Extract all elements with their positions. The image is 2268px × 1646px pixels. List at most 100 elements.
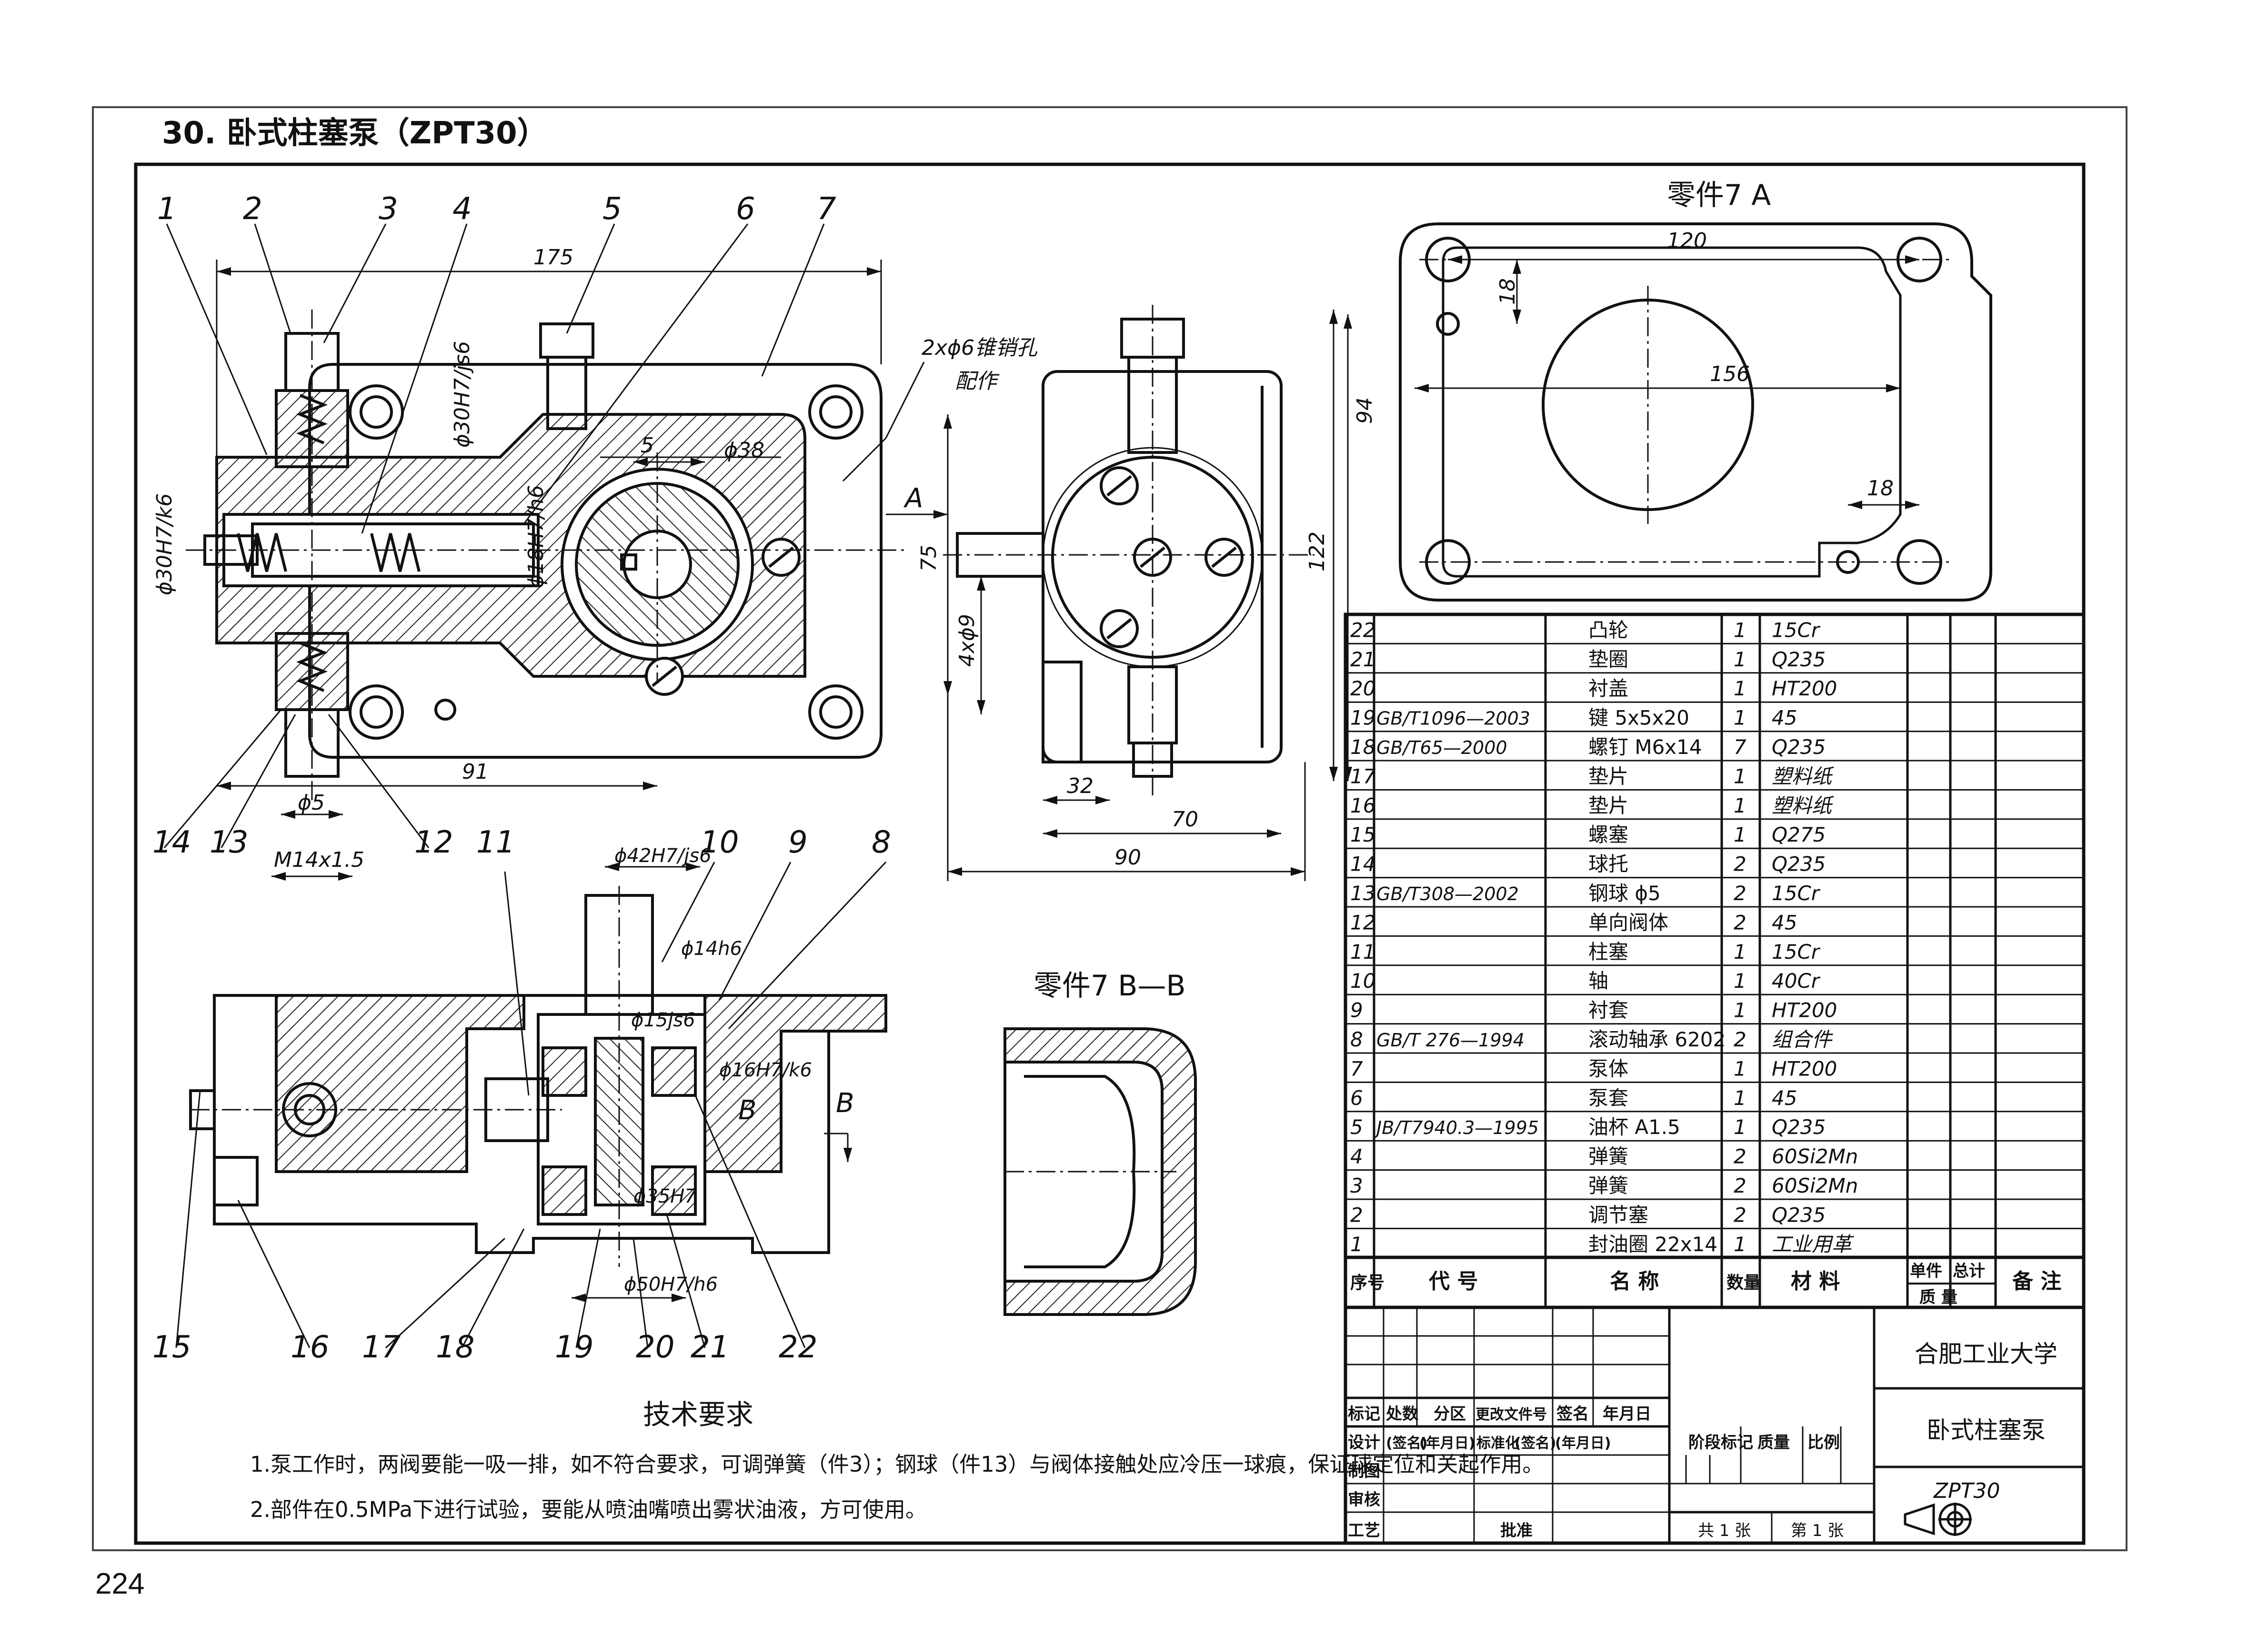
bom-cell-qty: 1 (1734, 999, 1746, 1022)
bom-cell-name: 垫片 (1588, 794, 1628, 817)
bom-header-material: 材 料 (1791, 1269, 1840, 1294)
bom-cell-no: 16 (1350, 794, 1375, 817)
dim-phi42: ϕ42H7/js6 (614, 845, 712, 867)
part-label-6: 6 (736, 191, 755, 227)
dim-phi15: ϕ15js6 (631, 1009, 695, 1031)
tb-nianyueri-2: (年月日) (1419, 1435, 1475, 1452)
bom-cell-no: 17 (1350, 764, 1376, 788)
tech-req-line-2: 2.部件在0.5MPa下进行试验，要能从喷油嘴喷出雾状油液，方可使用。 (250, 1497, 927, 1522)
bom-cell-material: 组合件 (1772, 1028, 1833, 1051)
page-number: 224 (95, 1567, 145, 1600)
bom-cell-code: JB/T7940.3—1995 (1373, 1117, 1539, 1138)
tb-di: 第 1 张 (1791, 1521, 1844, 1540)
dim-32: 32 (1067, 774, 1094, 798)
part-label-15: 15 (152, 1330, 191, 1365)
dim-phi38: ϕ38 (724, 438, 764, 462)
tb-shenhe: 审核 (1348, 1490, 1380, 1509)
bom-cell-qty: 2 (1734, 911, 1746, 934)
bom-cell-name: 球托 (1588, 853, 1628, 876)
bom-cell-no: 18 (1350, 735, 1375, 759)
tb-qianming: 签名 (1556, 1405, 1589, 1424)
main-dimensions (216, 260, 925, 881)
part-label-5: 5 (602, 191, 622, 227)
part7bb-view (1004, 1027, 1197, 1316)
bom-header-no: 序号 (1350, 1273, 1385, 1293)
bom-cell-qty: 1 (1734, 940, 1746, 964)
bom-cell-code: GB/T 276—1994 (1376, 1030, 1525, 1051)
tb-qianming-2: (签名) (1386, 1435, 1427, 1452)
part-label-19: 19 (555, 1330, 593, 1365)
dim-phi50: ϕ50H7/h6 (624, 1274, 718, 1295)
dim-70: 70 (1172, 807, 1198, 832)
tb-zhiliang: 质量 (1757, 1433, 1790, 1452)
bom-cell-name: 衬盖 (1588, 677, 1628, 700)
tb-fenqu: 分区 (1434, 1405, 1466, 1424)
bom-cell-no: 11 (1350, 940, 1375, 964)
bom-cell-no: 3 (1350, 1174, 1363, 1197)
part-leaders (163, 223, 825, 848)
part-label-13: 13 (210, 825, 248, 860)
bom-cell-no: 10 (1350, 969, 1375, 993)
part-label-17: 17 (362, 1330, 401, 1365)
tb-jieduan: 阶段标记 (1688, 1433, 1753, 1452)
bom-cell-qty: 1 (1734, 1057, 1746, 1080)
dim-122: 122 (1305, 532, 1329, 572)
part7a-title: 零件7 A (1667, 179, 1771, 212)
bom-cell-no: 13 (1350, 882, 1375, 905)
bom-cell-name: 轴 (1588, 969, 1608, 993)
part-label-4: 4 (452, 191, 472, 227)
section-b-label-1: B (738, 1095, 756, 1126)
side-dim-texts: 75 122 4xϕ9 32 70 90 A (903, 483, 1329, 870)
bom-cell-material: 塑料纸 (1772, 794, 1834, 817)
bom-cell-qty: 1 (1734, 794, 1746, 817)
section-b-label-2: B (836, 1088, 854, 1119)
tb-qianming-3: (签名) (1515, 1435, 1556, 1452)
dim-75: 75 (917, 545, 941, 572)
outer-frame (92, 106, 2128, 1551)
part7a-texts: 零件7 A 120 18 156 94 18 (1353, 179, 1894, 501)
part7a-dimensions (1344, 255, 1919, 781)
bottom-dim-texts: ϕ42H7/js6 ϕ14h6 ϕ15js6 ϕ16H7/k6 ϕ35H7 ϕ5… (614, 845, 854, 1295)
bom-cell-material: 45 (1772, 706, 1797, 730)
bom-cell-name: 垫片 (1588, 764, 1628, 788)
tech-req-title: 技术要求 (643, 1398, 753, 1431)
bom-header-remark: 备 注 (2012, 1269, 2061, 1294)
bom-cell-code: GB/T308—2002 (1376, 883, 1519, 904)
tb-pizhun: 批准 (1500, 1521, 1533, 1540)
part-label-21: 21 (691, 1330, 729, 1365)
part-label-9: 9 (788, 825, 808, 860)
part-label-8: 8 (872, 825, 891, 860)
bom-row-lines (1345, 642, 2084, 1259)
bom-cell-no: 12 (1350, 911, 1375, 934)
projection-symbol-icon (1904, 1503, 1972, 1536)
page-title: 30. 卧式柱塞泵（ZPT30） (162, 116, 548, 151)
bom-cell-name: 衬套 (1588, 999, 1628, 1022)
dim-phi30-k6: ϕ30H7/k6 (152, 493, 177, 595)
part-label-14: 14 (152, 825, 191, 860)
part-label-7: 7 (817, 191, 836, 227)
bom-cell-material: HT200 (1772, 999, 1837, 1022)
tb-gong: 共 1 张 (1698, 1521, 1751, 1540)
bom-cell-qty: 1 (1734, 823, 1746, 846)
bom-cell-material: 45 (1772, 911, 1797, 934)
bom-cell-name: 弹簧 (1588, 1174, 1628, 1197)
bom-header-qty: 数量 (1726, 1273, 1761, 1293)
bom-cell-qty: 1 (1734, 969, 1746, 993)
tech-req-line-1: 1.泵工作时，两阀要能一吸一排，如不符合要求，可调弹簧（件3）；钢球（件13）与… (250, 1452, 1544, 1477)
part-labels: 1 2 3 4 5 6 7 14 13 12 11 10 9 8 15 16 1… (152, 191, 891, 1365)
bom-cell-qty: 1 (1734, 1233, 1746, 1256)
bom-header: 序号 代 号 名 称 数量 材 料 单件 总计 质 量 备 注 (1350, 1262, 2061, 1307)
bom-cell-qty: 1 (1734, 1086, 1746, 1110)
part7a-view (1399, 222, 1992, 602)
tb-zhitu: 制图 (1348, 1462, 1380, 1481)
bom-cell-code: GB/T1096—2003 (1376, 708, 1530, 729)
bom-cell-name: 单向阀体 (1588, 911, 1668, 934)
bom-cell-qty: 1 (1734, 764, 1746, 788)
bom-cell-no: 22 (1350, 618, 1375, 642)
bom-cell-name: 垫圈 (1588, 648, 1628, 671)
bom-cell-name: 弹簧 (1588, 1145, 1628, 1168)
tb-bili: 比例 (1807, 1433, 1840, 1452)
bom-cell-no: 14 (1350, 853, 1375, 876)
bom-cell-material: 60Si2Mn (1772, 1145, 1858, 1168)
